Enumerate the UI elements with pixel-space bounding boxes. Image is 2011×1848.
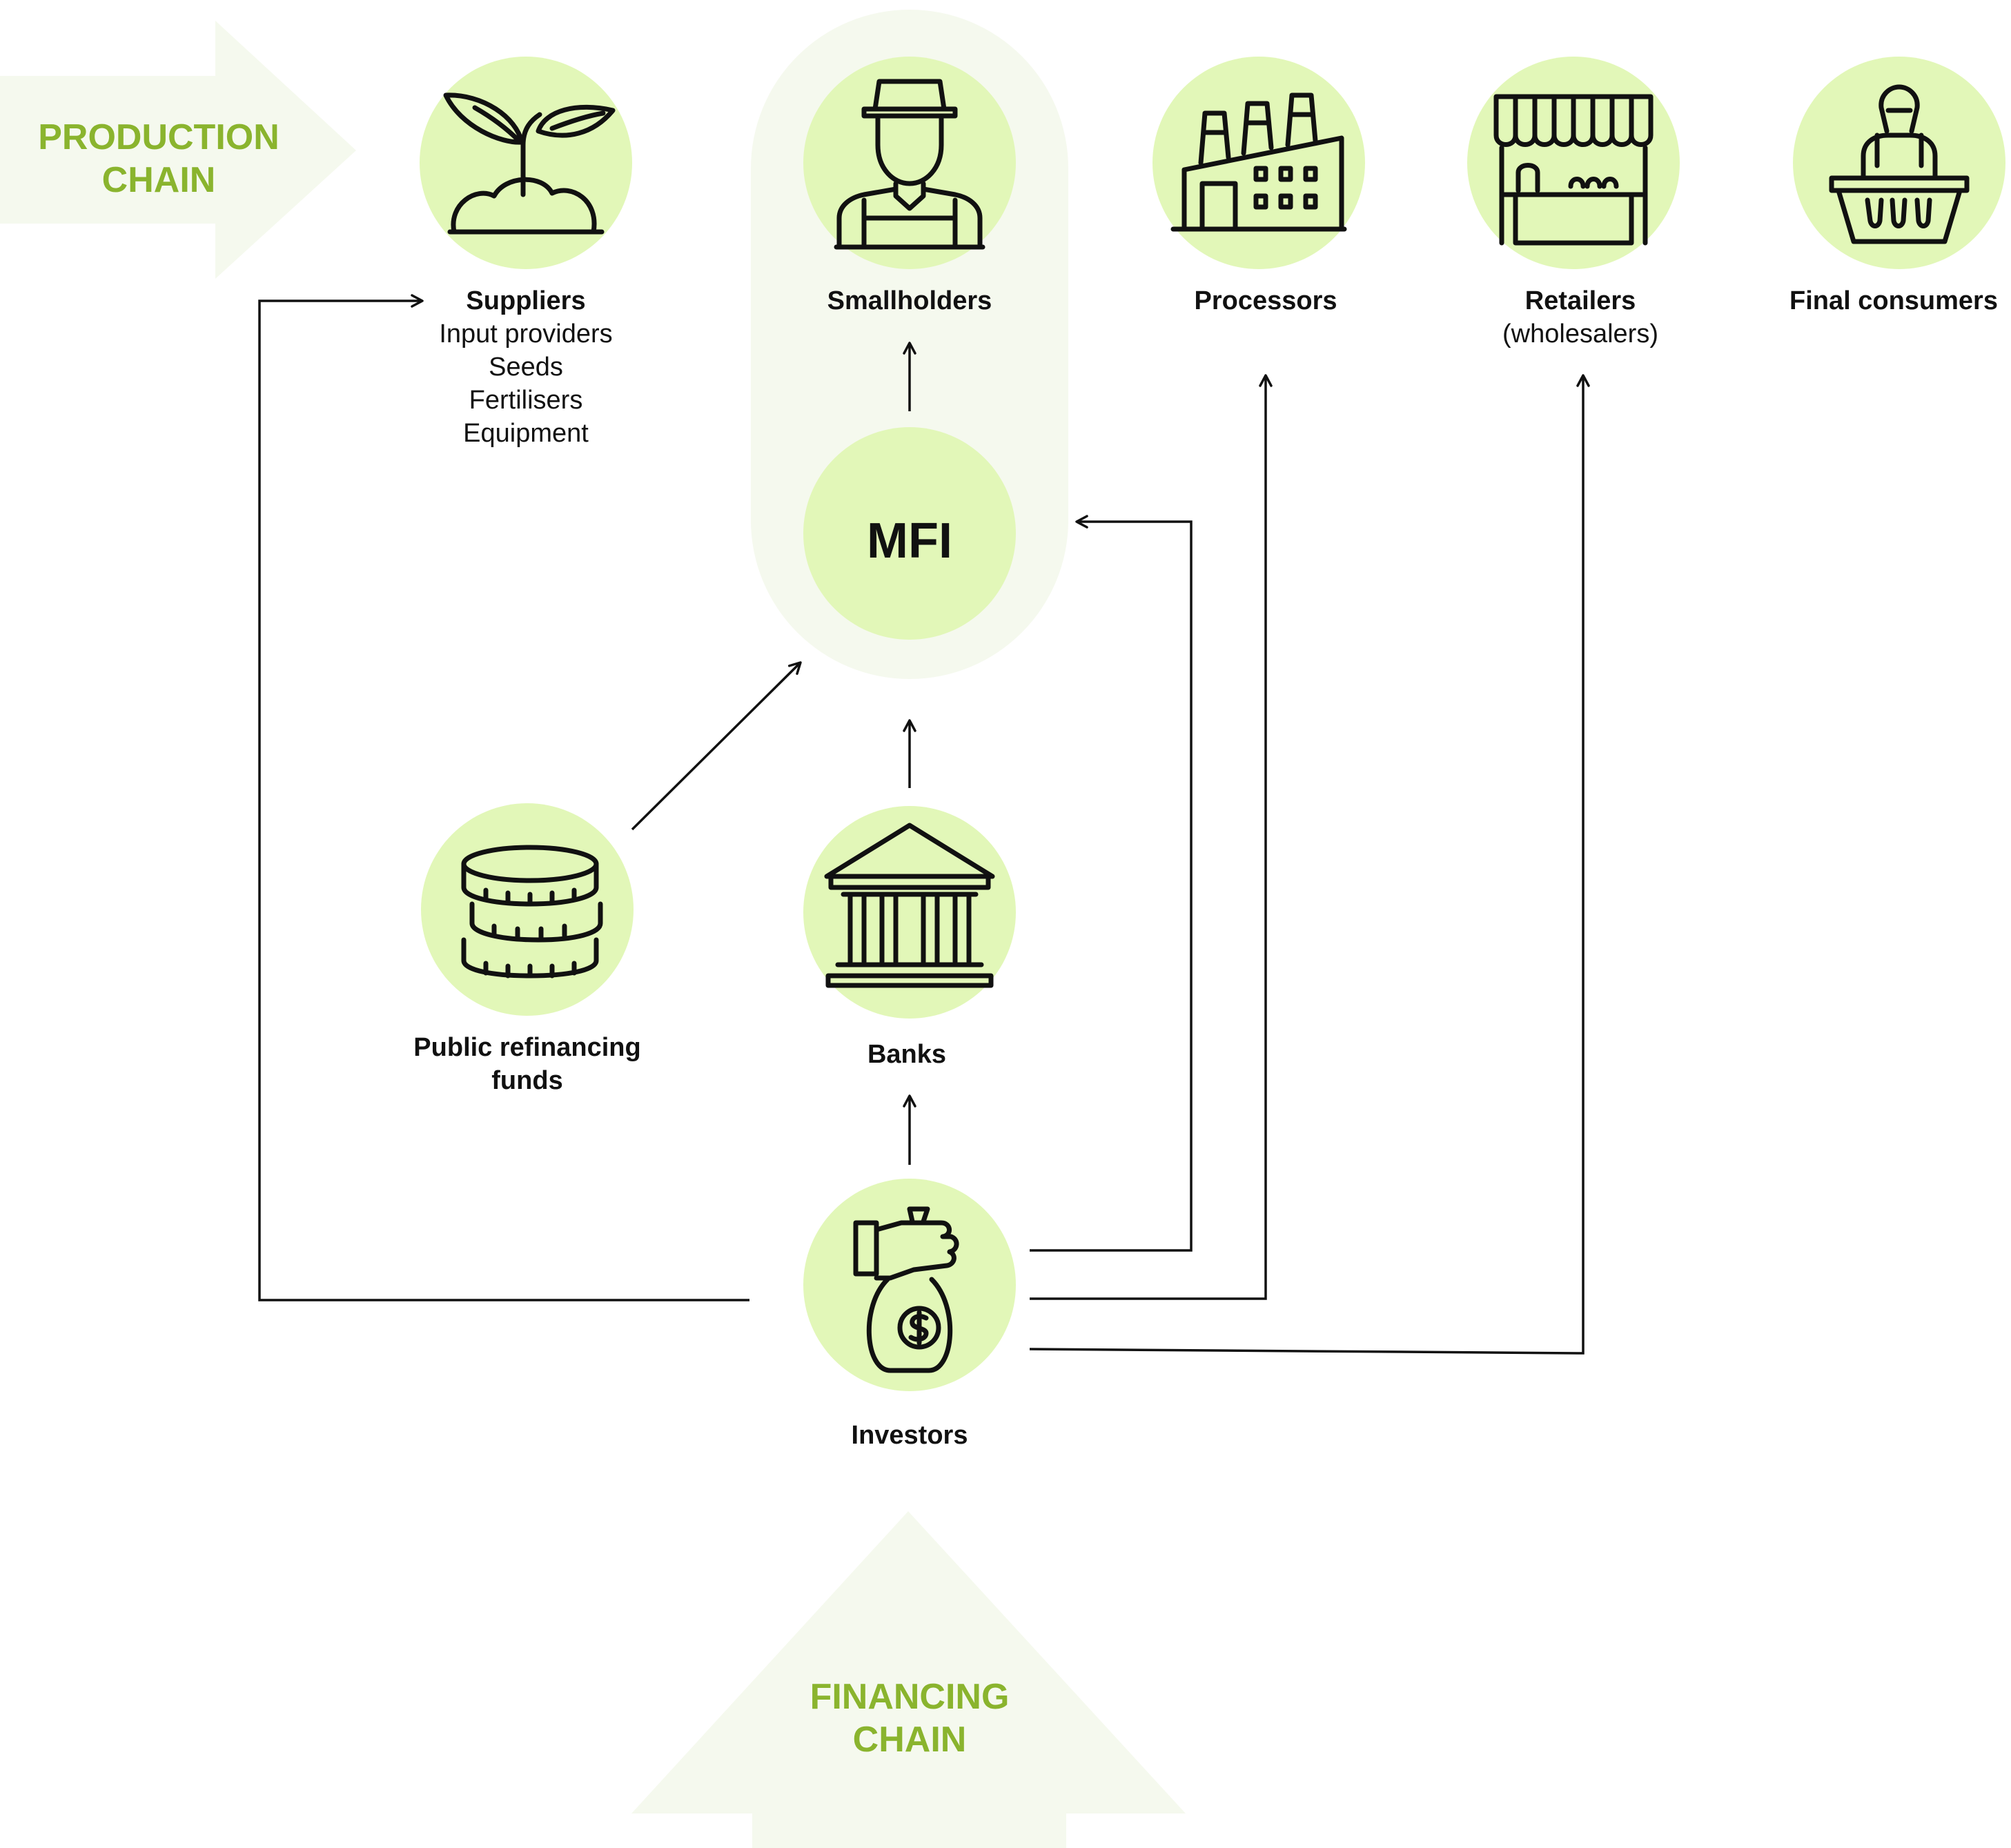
market-stall-icon xyxy=(1493,94,1654,246)
suppliers-label: Suppliers Input providers Seeds Fertilis… xyxy=(388,284,664,450)
arrow-investors-to-mfi xyxy=(1030,515,1193,1252)
financing-chain-label: FINANCING CHAIN xyxy=(765,1675,1054,1761)
suppliers-line-3: Fertilisers xyxy=(469,386,583,415)
production-chain-line1: PRODUCTION xyxy=(38,117,279,157)
public-funds-title-1: Public refinancing xyxy=(413,1033,641,1062)
coin-stack-icon xyxy=(461,845,603,979)
bank-icon xyxy=(824,823,995,988)
suppliers-circle xyxy=(420,57,632,269)
investors-label: Investors xyxy=(851,1421,968,1450)
processors-circle xyxy=(1152,57,1365,269)
retailers-circle xyxy=(1467,57,1680,269)
public-funds-label: Public refinancing funds xyxy=(389,1031,665,1097)
retailers-title: Retailers xyxy=(1524,286,1636,315)
public-funds-title-2: funds xyxy=(491,1066,563,1095)
suppliers-line-4: Equipment xyxy=(463,419,589,448)
arrow-investors-to-processors xyxy=(1030,374,1273,1300)
arrow-investors-to-suppliers xyxy=(258,294,749,1301)
production-chain-label: PRODUCTION CHAIN xyxy=(14,116,304,201)
financing-chain-line2: CHAIN xyxy=(852,1720,967,1760)
financing-chain-arrow xyxy=(631,1511,1186,1848)
shopping-basket-icon xyxy=(1829,84,1970,244)
suppliers-title: Suppliers xyxy=(466,286,586,315)
farmer-icon xyxy=(834,79,985,250)
consumers-label: Final consumers xyxy=(1789,286,1998,315)
money-bag-hand-icon xyxy=(853,1206,959,1373)
production-chain-arrow xyxy=(0,21,356,279)
arrow-public-funds-to-mfi xyxy=(631,661,802,831)
banks-label: Banks xyxy=(867,1040,947,1069)
retailers-label: Retailers (wholesalers) xyxy=(1442,284,1718,351)
smallholders-circle xyxy=(803,57,1016,269)
processors-label: Processors xyxy=(1194,286,1337,315)
retailers-subtitle: (wholesalers) xyxy=(1502,320,1658,348)
sprout-icon xyxy=(443,92,616,235)
production-chain-line2: CHAIN xyxy=(101,160,216,200)
suppliers-line-1: Input providers xyxy=(439,320,613,348)
smallholders-label: Smallholders xyxy=(827,286,992,315)
arrow-investors-to-retailers xyxy=(1029,374,1590,1355)
financing-chain-line1: FINANCING xyxy=(810,1677,1010,1717)
suppliers-line-2: Seeds xyxy=(489,353,563,382)
mfi-label: MFI xyxy=(867,513,952,569)
factory-icon xyxy=(1170,92,1347,232)
mfi-circle xyxy=(803,427,1016,640)
